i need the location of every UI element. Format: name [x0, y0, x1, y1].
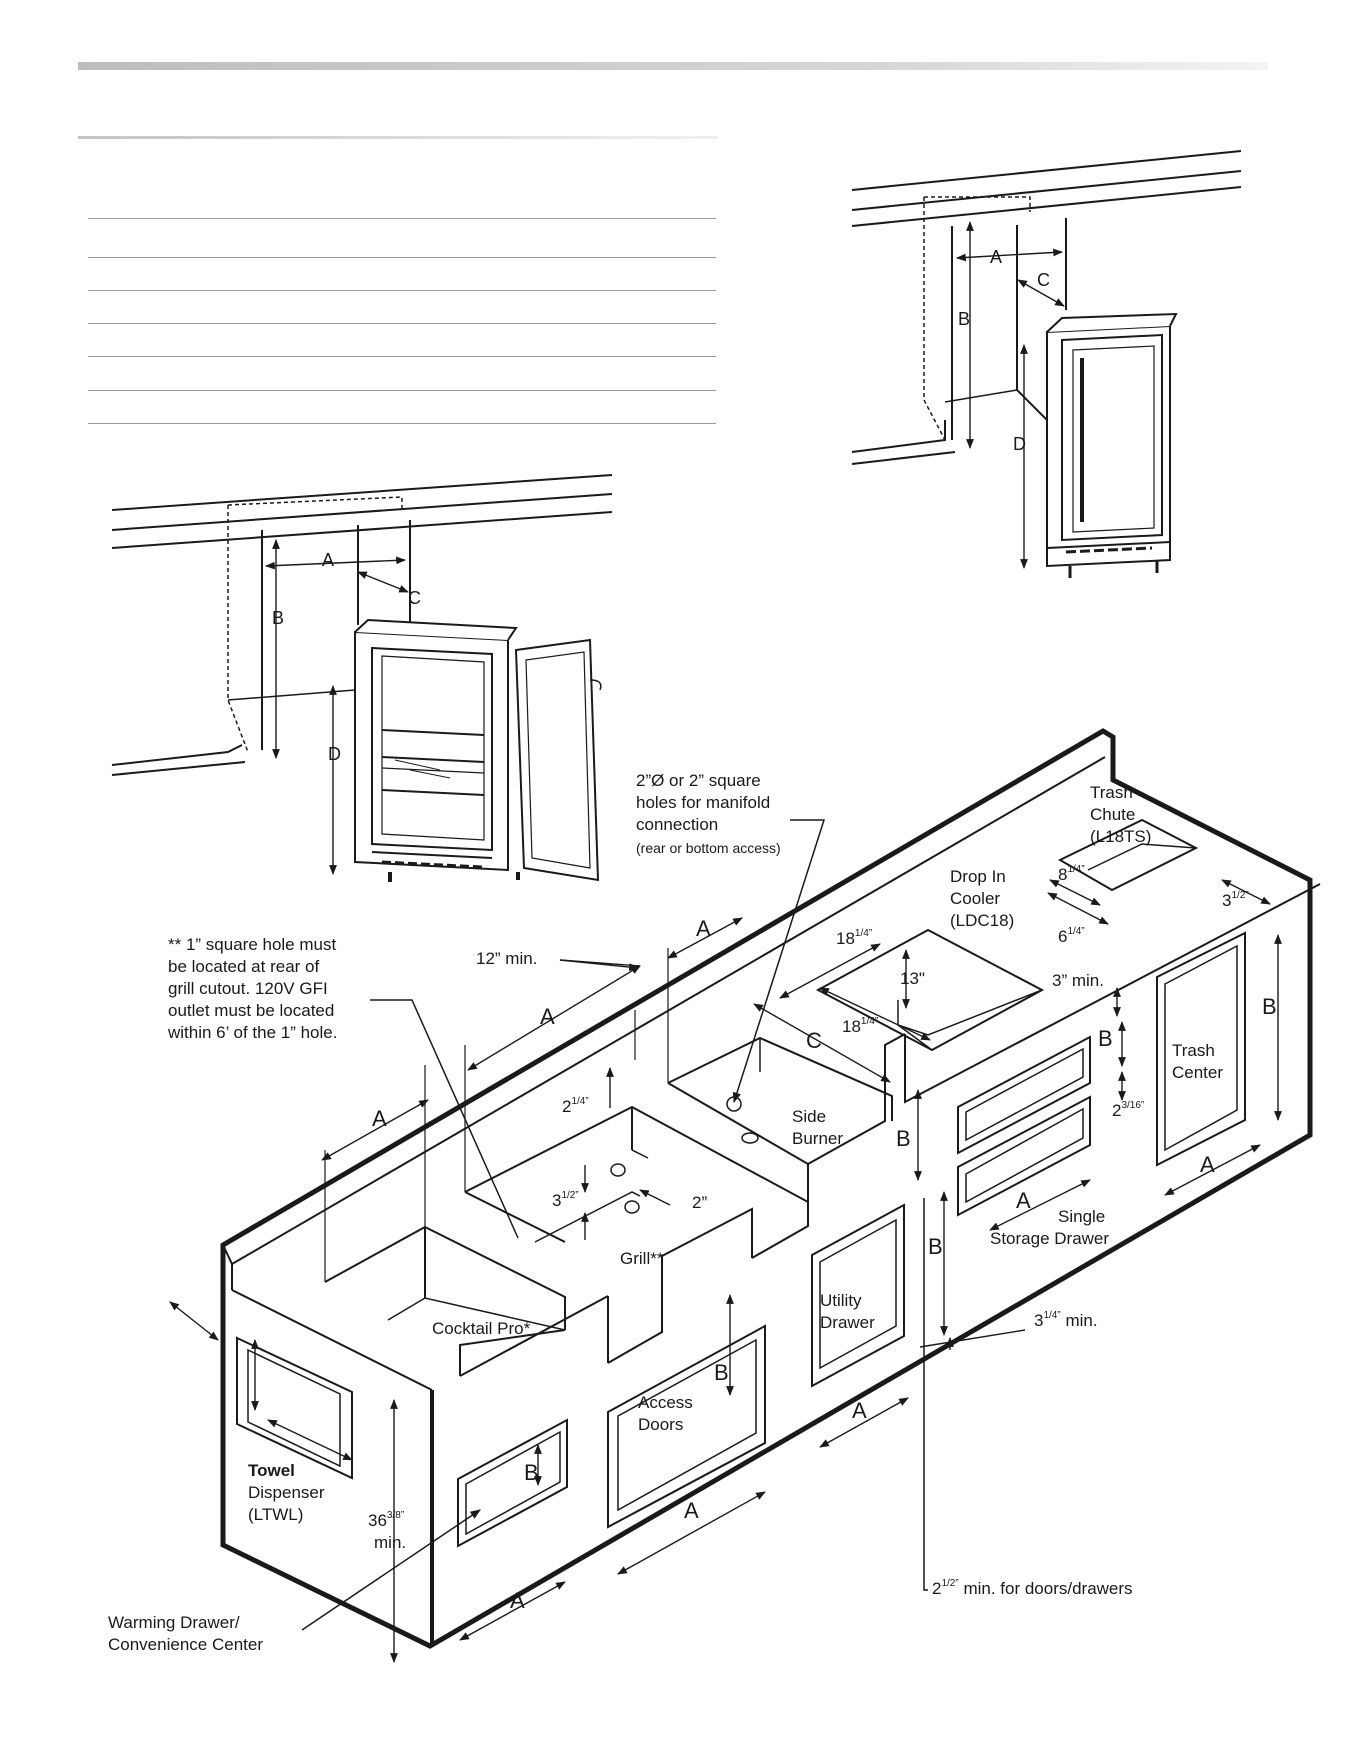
dim-a-label: A — [322, 550, 334, 570]
dim-2: 2” — [692, 1193, 708, 1212]
drop-in-cooler-label: Drop In Cooler (LDC18) — [950, 867, 1015, 930]
dim-2-1-4: 21/4” — [562, 1096, 589, 1117]
warming-drawer-label: Warming Drawer/ Convenience Center — [108, 1613, 263, 1654]
diagram-wide-unit — [111, 474, 613, 882]
dim-2-3-16: 23/16” — [1112, 1100, 1145, 1121]
dim-8-1-4: 81/4” — [1058, 864, 1085, 885]
dim-c-label: C — [1037, 270, 1050, 290]
dim-3-min: 3” min. — [1052, 971, 1104, 990]
manifold-note: 2”Ø or 2” square holes for manifold conn… — [636, 771, 771, 834]
dim-a-letter: A — [696, 916, 711, 941]
dim-b-letter: B — [896, 1126, 911, 1151]
dim-18-1-4: 181/4” — [842, 1016, 879, 1037]
diagram-island — [220, 728, 1321, 1649]
trash-center-label: Trash Center — [1172, 1041, 1224, 1082]
dim-b-label: B — [958, 309, 970, 329]
diagram-narrow-unit — [851, 150, 1242, 578]
dim-b-letter: B — [1262, 994, 1277, 1019]
table-rule — [88, 356, 716, 357]
table-rule — [88, 290, 716, 291]
dim-b-letter: B — [714, 1360, 729, 1385]
dim-3-1-4-min: 31/4” min. — [1034, 1310, 1098, 1331]
header-rule — [78, 62, 1268, 70]
dim-min: min. — [374, 1533, 407, 1552]
side-burner-label: Side Burner — [792, 1107, 844, 1148]
dim-a-letter: A — [852, 1398, 867, 1423]
utility-drawer-label: Utility Drawer — [820, 1291, 875, 1332]
dim-a-letter: A — [510, 1588, 525, 1613]
dim-3-1-2: 31/2” — [552, 1190, 579, 1211]
dim-b-label: B — [272, 608, 284, 628]
dim-13: 13" — [900, 969, 925, 988]
dim-a-letter: A — [1016, 1188, 1031, 1213]
dim-a-letter: A — [372, 1106, 387, 1131]
dim-d-label: D — [328, 744, 341, 764]
access-doors-label: Access Doors — [638, 1393, 693, 1434]
table-rule — [88, 390, 716, 391]
table-rule — [88, 257, 716, 258]
manifold-subnote: (rear or bottom access) — [636, 840, 781, 856]
section-rule — [78, 136, 718, 139]
table-rule — [88, 323, 716, 324]
dim-a-letter: A — [684, 1498, 699, 1523]
trash-chute-label: Trash Chute (L18TS) — [1090, 783, 1152, 846]
dim-doors-drawers: 21/2” min. for doors/drawers — [932, 1578, 1133, 1599]
dim-d-label: D — [1013, 434, 1026, 454]
grill-label: Grill** — [620, 1249, 664, 1268]
dim-b-letter: B — [1098, 1026, 1113, 1051]
cocktail-pro-label: Cocktail Pro* — [432, 1319, 531, 1338]
towel-dispenser-label: Towel Dispenser (LTWL) — [248, 1461, 325, 1524]
dim-a-letter: A — [1200, 1152, 1215, 1177]
dim-36-3-8: 363/8” — [368, 1510, 405, 1531]
dim-12-min: 12” min. — [476, 949, 538, 968]
grill-note: ** 1” square hole must be located at rea… — [168, 935, 338, 1042]
dim-b-letter: B — [928, 1234, 943, 1259]
dim-18-1-4: 181/4” — [836, 928, 873, 949]
dim-6-1-4: 61/4” — [1058, 926, 1085, 947]
dim-a-letter: A — [540, 1004, 555, 1029]
dim-a-label: A — [990, 247, 1002, 267]
dim-3-1-2: 31/2” — [1222, 890, 1249, 911]
table-rule — [88, 423, 716, 424]
table-rule — [88, 218, 716, 219]
dim-c-label: C — [408, 588, 421, 608]
dim-c-letter: C — [806, 1028, 822, 1053]
single-storage-drawer-label: Single Storage Drawer — [990, 1207, 1110, 1248]
dim-b-letter: B — [524, 1460, 539, 1485]
